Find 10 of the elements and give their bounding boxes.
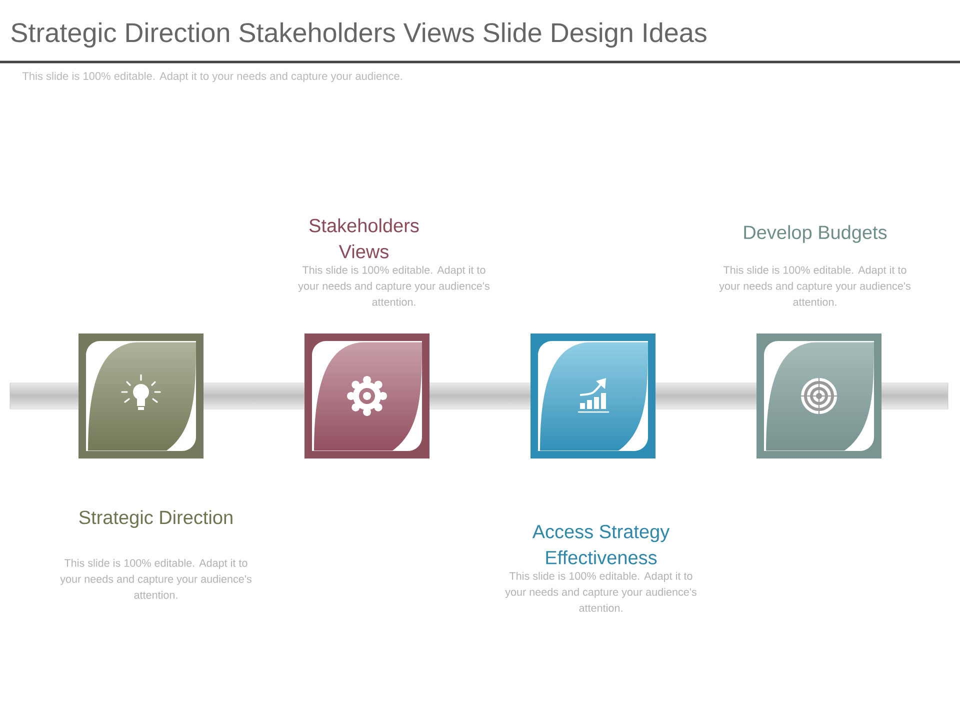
step-description: This slide is 100% editable. Adapt it to your needs and capture your audience's attention. (719, 266, 910, 306)
step-description: This slide is 100% editable. Adapt it to your needs and capture your audience's attention. (60, 558, 252, 599)
step-heading: Stakeholders Views (309, 218, 419, 258)
step-description: This slide is 100% editable. Adapt it to your needs and capture your audience's attention. (505, 572, 696, 612)
step-heading: Strategic Direction (79, 510, 232, 528)
step-description: This slide is 100% editable. Adapt it to your needs and capture your audience's attention. (298, 266, 490, 306)
step-heading: Access Strategy Effectiveness (532, 524, 670, 564)
subtitle: This slide is 100% editable. Adapt it to your needs and capture your audience. (22, 72, 402, 82)
step-heading: Develop Budgets (744, 225, 887, 243)
title: Strategic Direction Stakeholders Views Slide Design Ideas (11, 22, 706, 48)
